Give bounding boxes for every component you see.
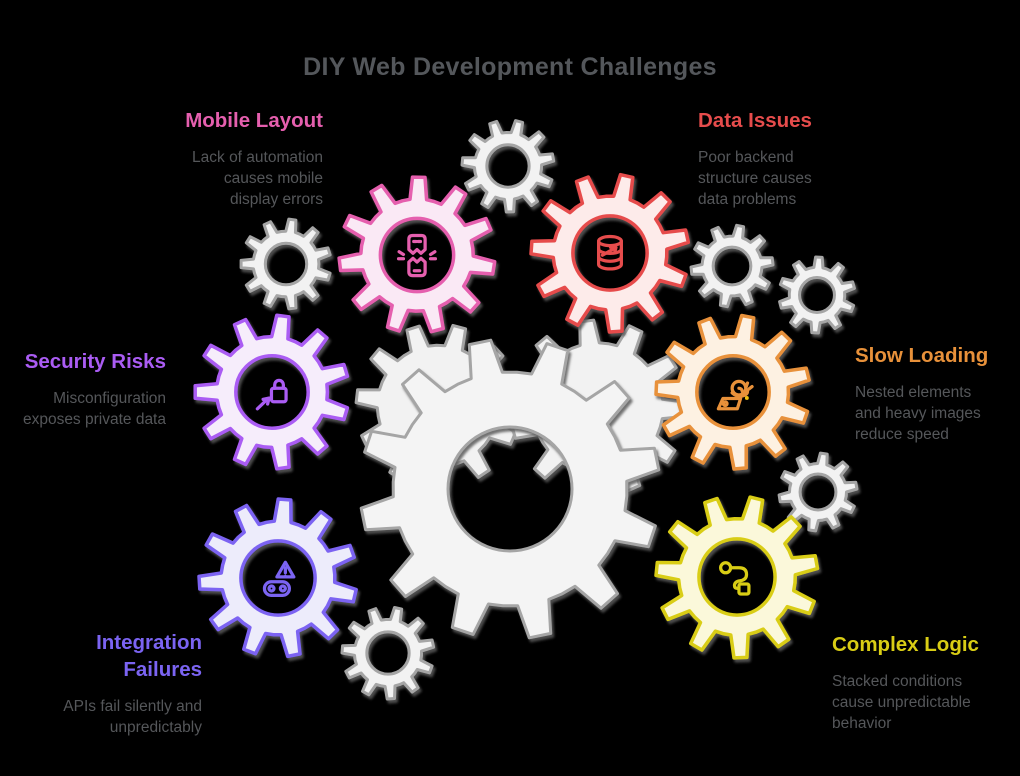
broken-link-warning-icon [262,560,296,597]
challenge-description-data-issues: Poor backend structure causes data probl… [698,149,812,208]
gear-integration-failures [197,497,358,659]
challenge-block-complex-logic: Complex Logic Stacked conditions cause u… [832,631,979,734]
flow-connector-icon [719,561,751,596]
challenge-description-mobile-layout: Lack of automation causes mobile display… [192,149,323,208]
small-gray-gear [777,451,859,533]
challenge-block-data-issues: Data Issues Poor backend structure cause… [698,107,812,210]
challenge-description-security-risks: Misconfiguration exposes private data [22,390,166,428]
challenge-block-mobile-layout: Mobile Layout Lack of automation causes … [185,107,323,210]
small-gray-gear [460,119,556,214]
database-sync-icon [596,234,623,271]
small-gray-gear [778,255,856,335]
gear-mobile-layout [337,175,497,334]
challenge-title-complex-logic: Complex Logic [832,633,979,656]
central-gear [359,338,661,640]
broken-phone-icon [396,233,438,278]
gear-security-risks [193,313,350,471]
lock-inspect-icon [255,378,288,411]
page-title: DIY Web Development Challenges [303,53,717,81]
challenge-title-slow-loading: Slow Loading [855,344,989,367]
snail-laptop-icon [716,379,754,411]
challenge-description-slow-loading: Nested elements and heavy images reduce … [855,384,981,443]
small-gray-gear [239,217,332,311]
challenge-block-security-risks: Security Risks Misconfiguration exposes … [23,348,166,430]
small-gray-gear [689,223,775,309]
gear-slow-loading [654,313,811,471]
challenge-title-data-issues: Data Issues [698,109,812,132]
challenge-title-mobile-layout: Mobile Layout [185,109,323,132]
challenge-block-slow-loading: Slow Loading Nested elements and heavy i… [855,342,988,445]
small-gray-gear [340,606,436,701]
challenge-title-security-risks: Security Risks [24,350,166,373]
challenge-block-integration-failures: Integration Failures APIs fail silently … [63,629,202,738]
challenge-description-integration-failures: APIs fail silently and unpredictably [63,698,202,736]
gear-data-issues [529,172,691,334]
challenge-description-complex-logic: Stacked conditions cause unpredictable b… [832,673,971,732]
gear-complex-logic [654,495,820,660]
challenge-title-integration-failures: Integration Failures [96,631,202,681]
